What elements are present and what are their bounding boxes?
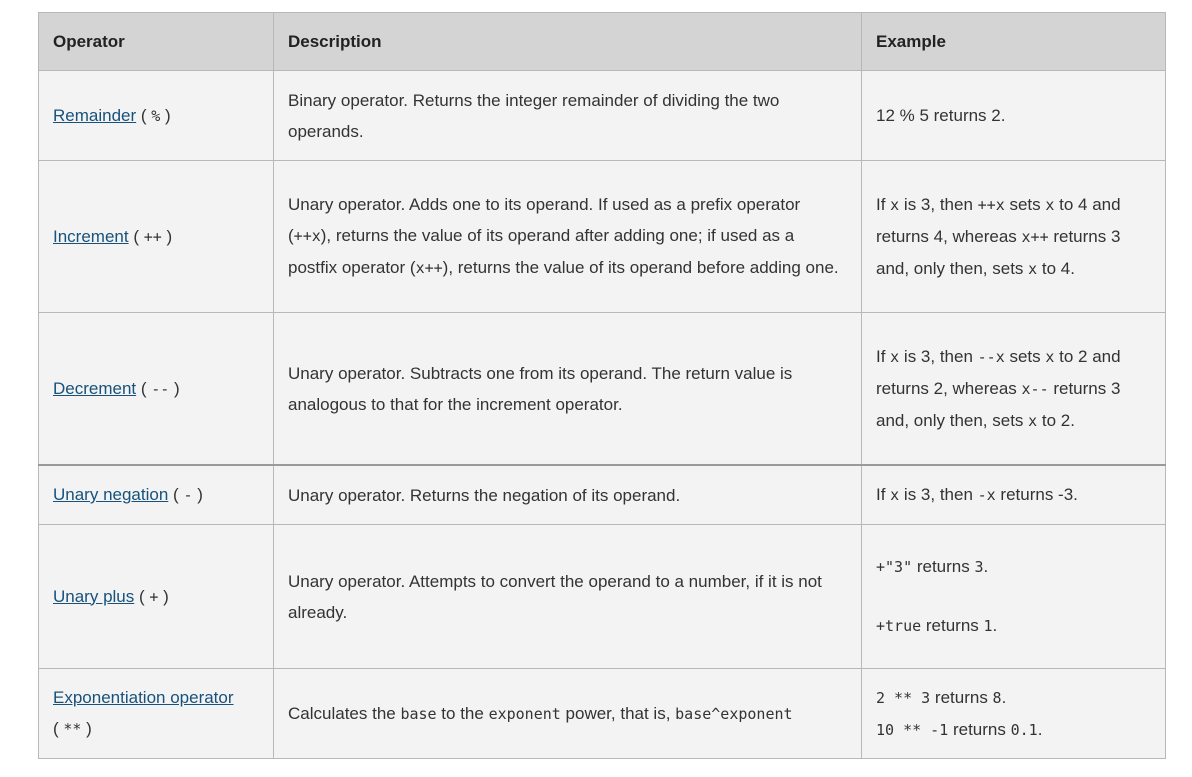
table-row: Increment ( ++ ) Unary operator. Adds on… xyxy=(38,160,1166,313)
operator-symbol: -- xyxy=(151,379,170,398)
table-row: Unary negation ( - ) Unary operator. Ret… xyxy=(38,464,1166,525)
example-line: +true returns 1. xyxy=(876,616,998,635)
example-cell: If x is 3, then ++x sets x to 4 and retu… xyxy=(861,160,1166,313)
operator-cell: Remainder ( % ) xyxy=(38,70,274,161)
example-cell: If x is 3, then -x returns -3. xyxy=(861,464,1166,525)
description-cell: Unary operator. Returns the negation of … xyxy=(273,464,862,525)
operators-table: Operator Description Example Remainder (… xyxy=(38,12,1166,759)
table-row: Decrement ( -- ) Unary operator. Subtrac… xyxy=(38,312,1166,466)
example-cell: If x is 3, then --x sets x to 2 and retu… xyxy=(861,312,1166,466)
header-description: Description xyxy=(273,12,862,71)
example-line: 2 ** 3 returns 8. xyxy=(876,687,1007,707)
description-cell: Unary operator. Attempts to convert the … xyxy=(273,524,862,669)
description-cell: Calculates the base to the exponent powe… xyxy=(273,668,862,759)
operator-symbol: ++ xyxy=(143,227,162,246)
operator-symbol: % xyxy=(151,106,161,125)
operator-cell: Unary plus ( + ) xyxy=(38,524,274,669)
example-line: 10 ** -1 returns 0.1. xyxy=(876,719,1043,739)
operator-symbol: ** xyxy=(63,720,82,738)
example-cell: 2 ** 3 returns 8. 10 ** -1 returns 0.1. xyxy=(861,668,1166,759)
table-row: Unary plus ( + ) Unary operator. Attempt… xyxy=(38,524,1166,669)
unary-negation-link[interactable]: Unary negation xyxy=(53,485,169,504)
operator-cell: Decrement ( -- ) xyxy=(38,312,274,466)
description-cell: Unary operator. Adds one to its operand.… xyxy=(273,160,862,313)
remainder-link[interactable]: Remainder xyxy=(53,105,137,125)
increment-link[interactable]: Increment xyxy=(53,226,129,246)
table-row: Exponentiation operator ( ** ) Calculate… xyxy=(38,668,1166,759)
operator-cell: Exponentiation operator ( ** ) xyxy=(38,668,274,759)
example-line: +"3" returns 3. xyxy=(876,557,989,576)
operator-symbol: - xyxy=(183,486,193,504)
operator-symbol: + xyxy=(149,587,159,606)
decrement-link[interactable]: Decrement xyxy=(53,378,137,398)
header-example: Example xyxy=(861,12,1166,71)
example-cell: 12 % 5 returns 2. xyxy=(861,70,1166,161)
example-cell: +"3" returns 3. +true returns 1. xyxy=(861,524,1166,669)
description-cell: Binary operator. Returns the integer rem… xyxy=(273,70,862,161)
operator-cell: Increment ( ++ ) xyxy=(38,160,274,313)
header-operator: Operator xyxy=(38,12,274,71)
unary-plus-link[interactable]: Unary plus xyxy=(53,586,135,606)
header-row: Operator Description Example xyxy=(38,12,1166,71)
exponentiation-link[interactable]: Exponentiation operator xyxy=(53,688,234,707)
description-cell: Unary operator. Subtracts one from its o… xyxy=(273,312,862,466)
operator-cell: Unary negation ( - ) xyxy=(38,464,274,525)
table-row: Remainder ( % ) Binary operator. Returns… xyxy=(38,70,1166,161)
